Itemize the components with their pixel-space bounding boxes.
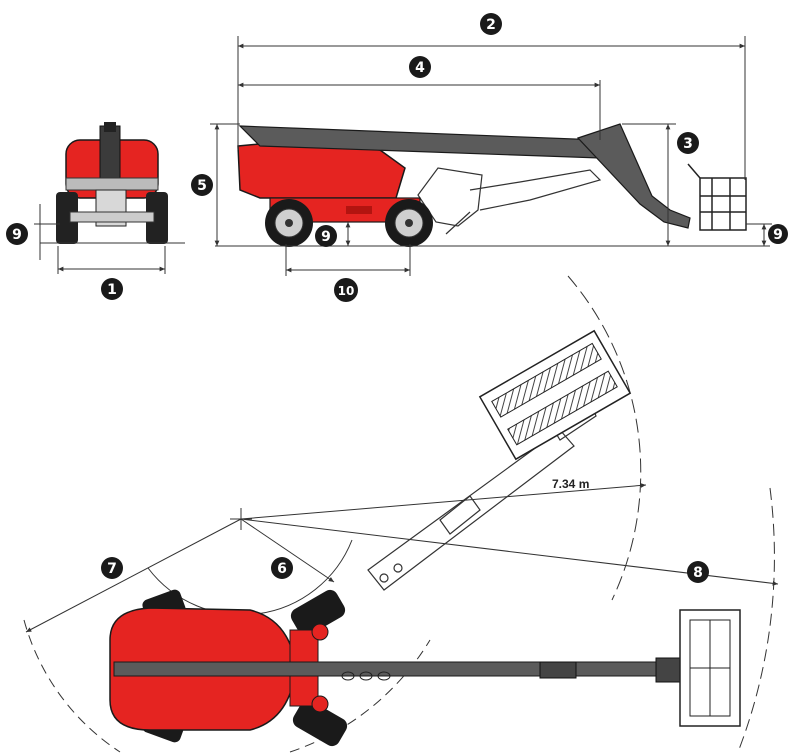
callout-7: 7 <box>101 557 123 579</box>
radius-line-6 <box>240 518 335 583</box>
svg-text:6: 6 <box>277 561 287 577</box>
svg-text:1: 1 <box>107 282 117 298</box>
callout-10: 10 <box>334 278 358 302</box>
side-folded-platform <box>417 167 602 235</box>
svg-text:9: 9 <box>773 227 783 243</box>
svg-text:8: 8 <box>693 565 703 581</box>
radius-line-7 <box>25 518 242 633</box>
side-view-machine <box>237 123 747 247</box>
svg-text:7: 7 <box>107 561 117 577</box>
callout-8: 8 <box>687 561 709 583</box>
callout-2: 2 <box>480 13 502 35</box>
callout-6: 6 <box>271 557 293 579</box>
svg-text:4: 4 <box>415 60 425 76</box>
arc-outer-reach <box>737 487 775 753</box>
top-view-boom <box>113 657 681 683</box>
side-wheel-rear <box>265 199 313 247</box>
top-view-basket <box>679 609 741 727</box>
side-basket <box>687 163 747 231</box>
svg-text:10: 10 <box>338 284 355 298</box>
radius-label: 7.34 m <box>552 477 589 491</box>
svg-text:3: 3 <box>683 136 693 152</box>
svg-text:5: 5 <box>197 178 207 194</box>
front-view-machine <box>56 122 168 244</box>
arc-tailswing-outer <box>23 619 121 753</box>
callout-9-front: 9 <box>6 223 28 245</box>
callout-3: 3 <box>677 132 699 154</box>
svg-text:2: 2 <box>486 17 496 33</box>
arc-boom-swing <box>567 275 642 601</box>
callout-9-side: 9 <box>315 225 337 247</box>
callout-5: 5 <box>191 174 213 196</box>
svg-text:9: 9 <box>12 227 22 243</box>
callout-9-right: 9 <box>768 224 788 244</box>
top-rotated-basket <box>478 329 632 461</box>
side-wheel-front <box>385 199 433 247</box>
callout-1: 1 <box>101 278 123 300</box>
svg-text:9: 9 <box>321 229 331 245</box>
radius-line-7m <box>240 483 647 520</box>
callout-4: 4 <box>409 56 431 78</box>
arc-lower-dashed <box>289 639 431 753</box>
